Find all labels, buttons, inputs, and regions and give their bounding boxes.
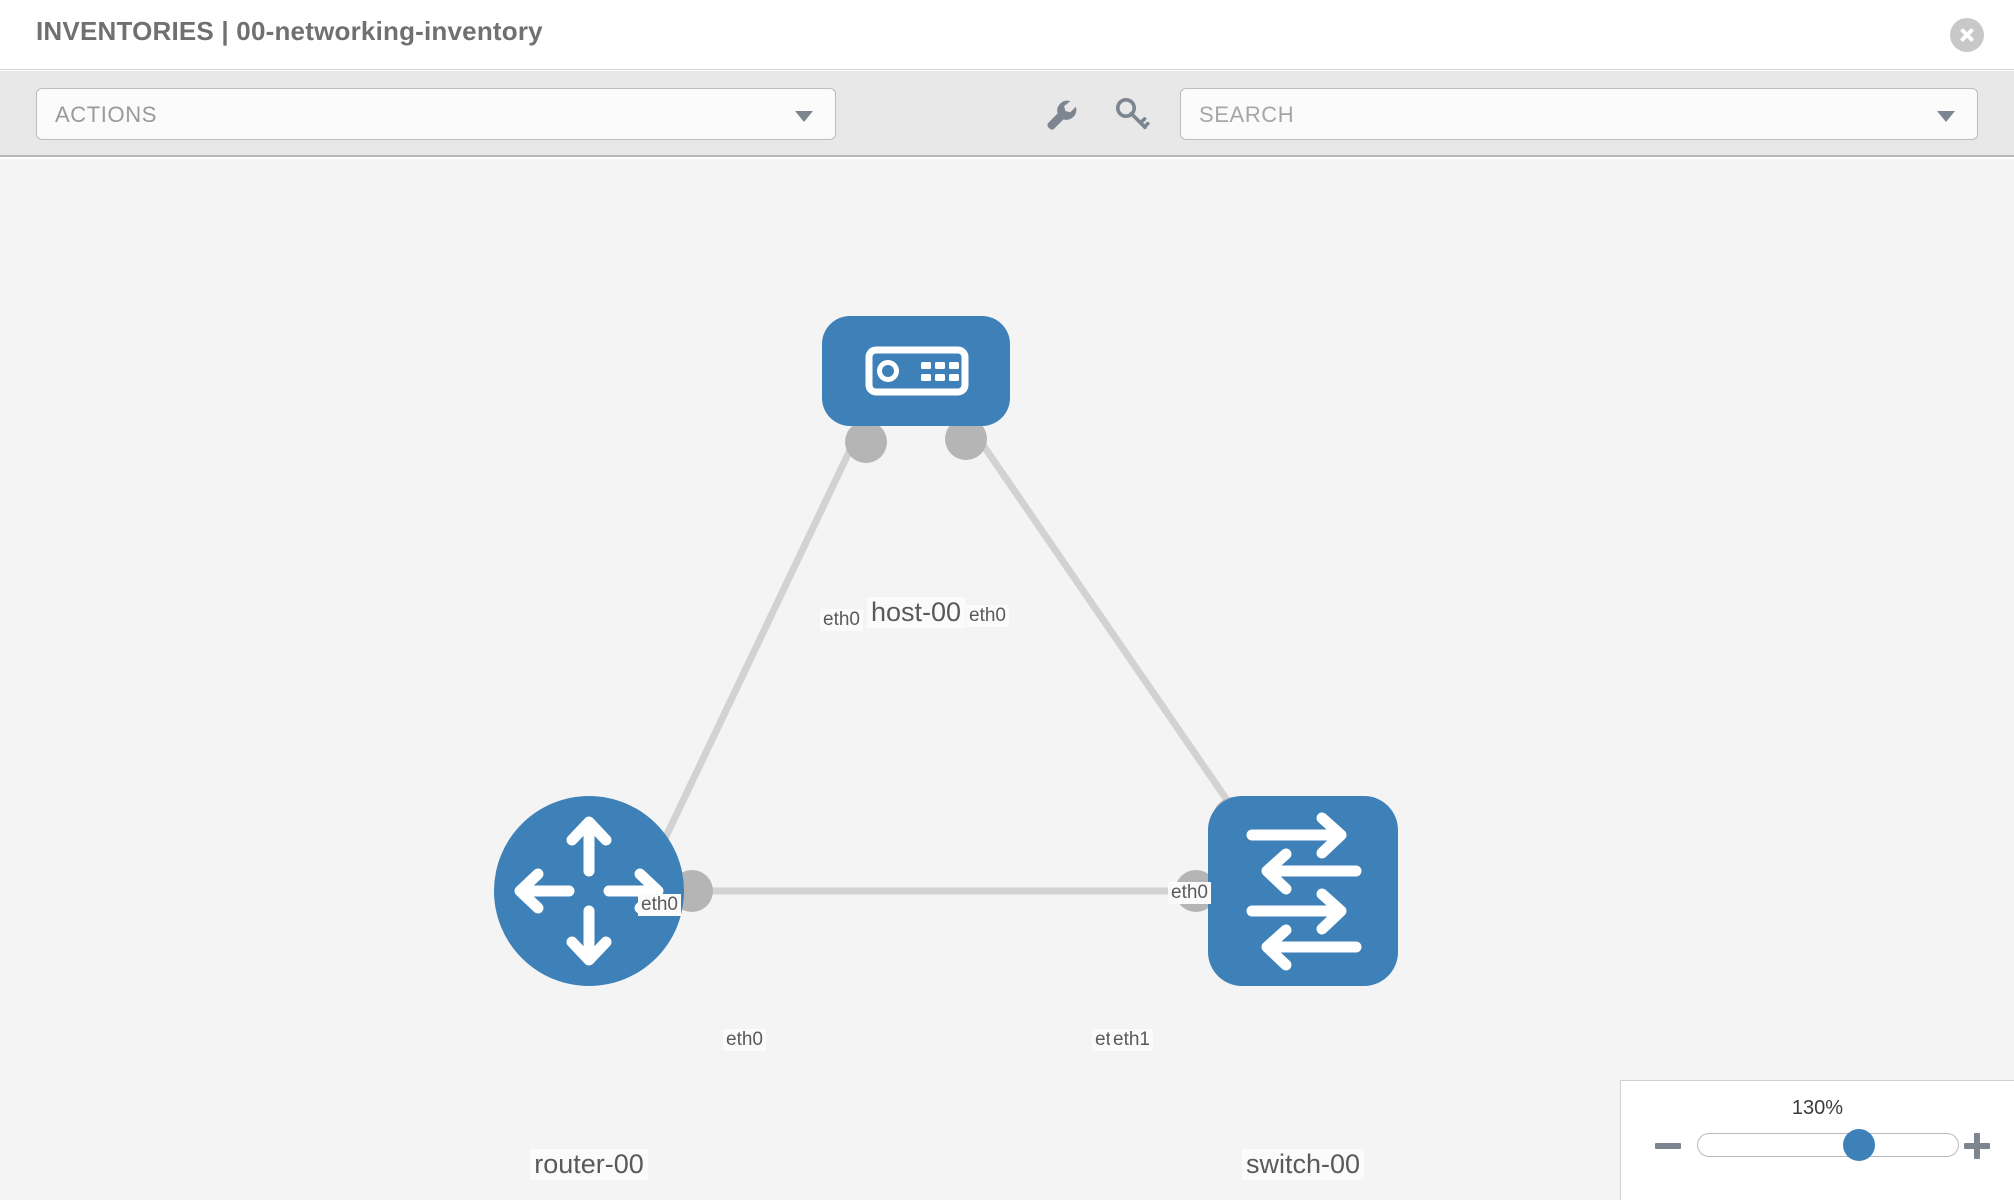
chevron-down-icon (795, 111, 813, 122)
toolbar: ACTIONS SEARCH (0, 71, 2014, 157)
chevron-down-icon (1937, 111, 1955, 122)
node-router-00[interactable] (494, 796, 684, 986)
edge-label-switch-eth0-up: eth0 (1168, 882, 1211, 904)
endpoint-host-left (845, 421, 887, 463)
node-host-00[interactable] (822, 316, 1010, 426)
edge-label-router-eth0-right: eth0 (723, 1029, 766, 1051)
search-placeholder: SEARCH (1199, 102, 1295, 127)
endpoint-host-right (945, 418, 987, 460)
edge-group (656, 427, 1243, 895)
key-icon[interactable] (1110, 93, 1154, 137)
zoom-slider-thumb[interactable] (1843, 1129, 1876, 1161)
page-header: INVENTORIES | 00-networking-inventory (0, 0, 2014, 70)
close-icon[interactable] (1950, 18, 1984, 52)
edge-host-router (656, 427, 864, 851)
zoom-level-value: 130% (1791, 1097, 1844, 1119)
actions-dropdown[interactable]: ACTIONS (36, 88, 836, 140)
actions-dropdown-label: ACTIONS (55, 102, 157, 127)
topology-graph (494, 316, 1398, 986)
edge-host-switch (969, 427, 1243, 821)
node-label-router-00: router-00 (530, 1149, 648, 1180)
node-label-switch-00: switch-00 (1241, 1149, 1365, 1180)
zoom-control-panel: 130% (1620, 1080, 2014, 1200)
zoom-slider[interactable] (1697, 1129, 1959, 1161)
topology-canvas[interactable]: host-00 router-00 switch-00 eth0 eth0 et… (0, 159, 2014, 1200)
edge-label-host-eth0-left: eth0 (820, 609, 863, 631)
edge-label-switch-eth1: eth1 (1110, 1029, 1153, 1051)
node-switch-00[interactable] (1208, 796, 1398, 986)
plus-icon[interactable] (1964, 1133, 1990, 1159)
minus-icon[interactable] (1655, 1133, 1681, 1159)
node-label-host-00: host-00 (866, 597, 966, 628)
wrench-icon[interactable] (1040, 93, 1084, 137)
endpoint-group (671, 418, 1255, 912)
search-input[interactable]: SEARCH (1180, 88, 1978, 140)
server-icon (865, 346, 969, 396)
switch-icon (1246, 812, 1362, 971)
edge-label-host-eth0-right: eth0 (966, 605, 1009, 627)
page-title: INVENTORIES | 00-networking-inventory (36, 16, 543, 46)
edge-label-router-eth0-up: eth0 (638, 894, 681, 916)
